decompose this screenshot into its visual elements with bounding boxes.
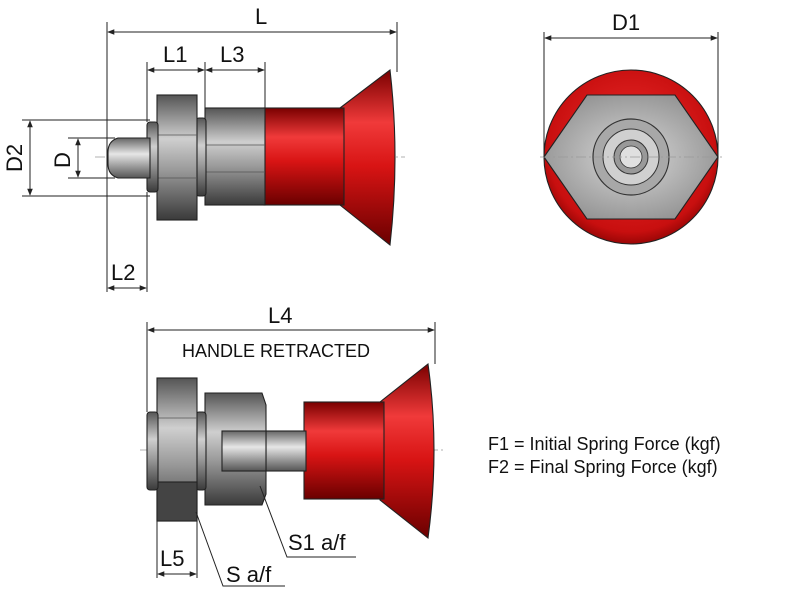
knob-flare xyxy=(339,68,396,247)
front-nut xyxy=(204,107,266,206)
dim-l3-label: L3 xyxy=(220,42,244,67)
legend-f1: F1 = Initial Spring Force (kgf) xyxy=(488,434,721,454)
dim-l4-label: L4 xyxy=(268,303,292,328)
lock-nut xyxy=(156,94,198,221)
legend-f2: F2 = Final Spring Force (kgf) xyxy=(488,457,718,477)
s1-af-label: S1 a/f xyxy=(288,530,346,555)
dim-l5-label: L5 xyxy=(160,546,184,571)
retracted-view xyxy=(140,362,445,540)
plunger-pin xyxy=(107,137,151,179)
retracted-knob-flare xyxy=(379,362,435,540)
knob-body xyxy=(263,107,345,206)
dim-l1-label: L1 xyxy=(163,42,187,67)
dim-d-label: D xyxy=(50,152,75,168)
dim-l-label: L xyxy=(255,4,267,29)
dim-l2-label: L2 xyxy=(111,260,135,285)
dim-d2-label: D2 xyxy=(2,144,27,172)
side-view xyxy=(95,68,405,247)
s-af-label: S a/f xyxy=(226,562,272,587)
dim-d1-label: D1 xyxy=(612,10,640,35)
end-view xyxy=(540,69,722,245)
handle-retracted-caption: HANDLE RETRACTED xyxy=(182,341,370,361)
retracted-knob-body xyxy=(303,401,385,500)
